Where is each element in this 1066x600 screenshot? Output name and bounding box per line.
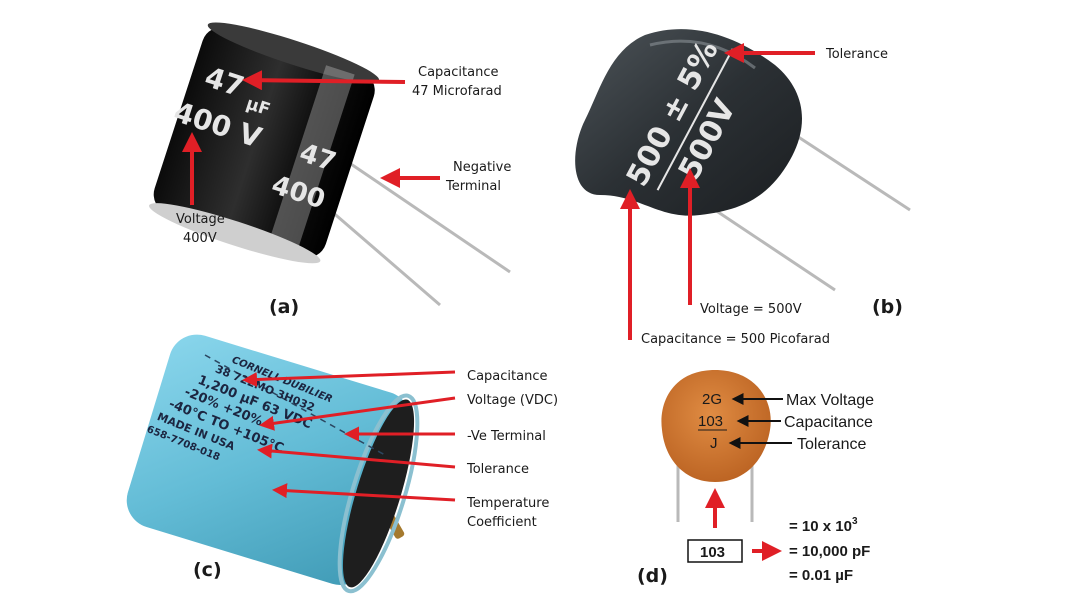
panel-tag-d: (d) (637, 565, 668, 587)
calc-line-3: = 0.01 µF (789, 567, 853, 584)
label-negative-2: Terminal (445, 179, 501, 194)
label-max-voltage: Max Voltage (786, 392, 874, 409)
label-negative-c: -Ve Terminal (467, 429, 546, 444)
calc-line-1: = 10 x 103 (789, 516, 858, 535)
panel-tag-c: (c) (193, 559, 222, 581)
polarity-stripe (268, 65, 355, 251)
arrow-tolerance-c (257, 443, 456, 469)
mica-highlight (649, 39, 756, 70)
label-temperature-2: Coefficient (467, 515, 537, 530)
arrow-temperature-c (272, 483, 456, 502)
can-capacitor: CORNELL DUBILIER 38 722MO 3H032 1,200 µF… (126, 334, 420, 594)
electrolytic-top (207, 22, 380, 83)
dashed-seam (204, 354, 386, 456)
label-capacitance-a-2: 47 Microfarad (412, 84, 502, 99)
label-voltage-a-2: 400V (183, 231, 217, 246)
label-tolerance-d: Tolerance (797, 436, 866, 453)
panel-d: 2G 103 J Max Voltage Capacitance Toleran… (637, 370, 874, 587)
lead-positive (329, 208, 441, 307)
electrolytic-body (153, 27, 375, 258)
code-103: 103 (698, 413, 723, 430)
mica-body (575, 29, 802, 216)
can-body (126, 334, 411, 585)
label-voltage-c: Voltage (VDC) (467, 393, 558, 408)
label-tolerance-c: Tolerance (466, 462, 529, 477)
arrow-voltage-c (259, 396, 456, 431)
panel-c: CORNELL DUBILIER 38 722MO 3H032 1,200 µF… (126, 334, 558, 594)
code-j: J (710, 435, 718, 452)
label-capacitance-c: Capacitance (467, 369, 547, 384)
label-capacitance-b: Capacitance = 500 Picofarad (641, 332, 830, 347)
panel-a: 47 µF 400 V 47 400 Capacitance 47 Microf… (149, 22, 511, 318)
panel-tag-b: (b) (872, 296, 903, 318)
electrolytic-bottom (149, 203, 321, 264)
panel-b: 500 ± 5% 500V Tolerance Voltage = 500V C… (575, 29, 911, 347)
mica-capacitor: 500 ± 5% 500V (575, 29, 911, 292)
arrow-capacitance-c (242, 370, 456, 388)
calc-line-2: = 10,000 pF (789, 543, 870, 560)
lead-negative (344, 158, 511, 274)
label-negative-1: Negative (453, 160, 511, 175)
lead-b-lower (714, 208, 836, 292)
code-2g: 2G (702, 391, 722, 408)
panel-tag-a: (a) (269, 296, 299, 318)
label-voltage-b: Voltage = 500V (700, 302, 802, 317)
label-temperature-1: Temperature (466, 496, 549, 511)
can-end-rim (337, 393, 420, 594)
label-voltage-a-1: Voltage (176, 212, 225, 227)
calc-line-1-exponent: 3 (852, 516, 858, 527)
label-capacitance-d: Capacitance (784, 414, 873, 431)
can-end-cap (342, 399, 415, 588)
boxed-code-frame (687, 539, 743, 563)
boxed-code: 103 (700, 544, 725, 561)
marking-divider (656, 48, 734, 191)
label-capacitance-a-1: Capacitance (418, 65, 498, 80)
lead-b-upper (779, 123, 911, 212)
arrow-capacitance-a (242, 70, 406, 91)
label-tolerance-b: Tolerance (825, 47, 888, 62)
